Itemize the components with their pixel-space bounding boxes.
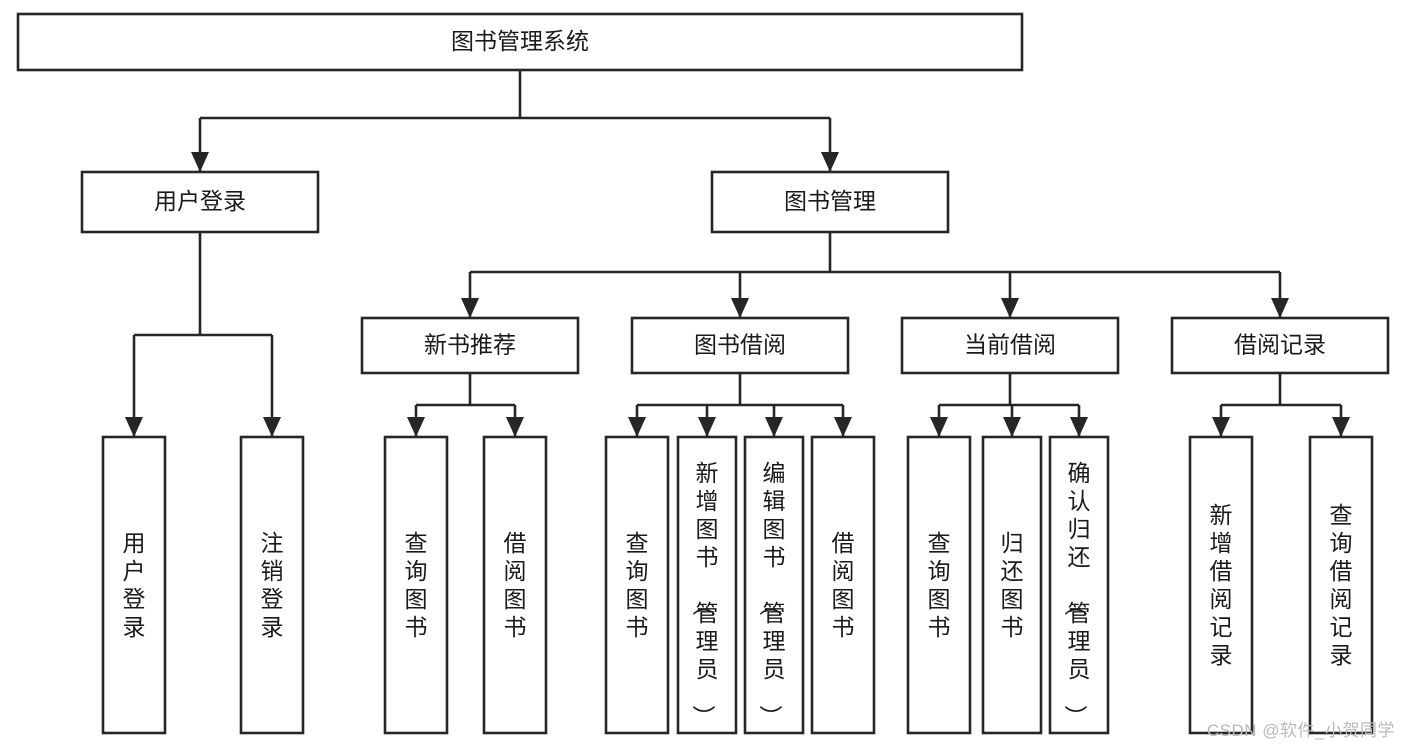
node-box [1170,316,1390,375]
arrow-head-icon [191,152,209,172]
node-root[interactable]: 图书管理系统 [16,12,1024,72]
arrow-head-icon [731,298,749,318]
node-label: 借阅图书 [832,530,855,640]
node-leaf-cur-confirm[interactable]: 确认归还（管理员） [1048,435,1110,735]
node-label: 图书借阅 [694,332,786,358]
node-box [810,435,876,735]
arrow-head-icon [1212,417,1230,437]
node-box [676,435,738,735]
node-label: 查询图书 [626,530,649,640]
arrow-head-icon [1332,417,1350,437]
node-box [604,435,670,735]
arrow-head-icon [821,152,839,172]
connector-current [930,373,1088,437]
node-leaf-borrow-add[interactable]: 新增图书（管理员） [676,435,738,735]
node-label: 用户登录 [154,188,246,214]
connector-records [1212,373,1350,437]
node-box [906,435,972,735]
connector-root [191,70,839,172]
node-leaf-rec-query[interactable]: 查询借阅记录 [1308,435,1374,735]
arrow-head-icon [125,417,143,437]
node-label: 查询图书 [928,530,951,640]
node-box [1188,435,1254,735]
node-label: 图书管理系统 [451,28,589,54]
node-label: 用户登录 [123,530,146,640]
node-label: 归还图书 [1001,530,1024,640]
node-label: 注销登录 [261,530,284,640]
node-box [900,316,1120,375]
node-newbook[interactable]: 新书推荐 [360,316,580,375]
arrow-head-icon [506,417,524,437]
connector-newbook [407,373,524,437]
arrow-head-icon [834,417,852,437]
arrow-head-icon [1271,298,1289,318]
node-borrow[interactable]: 图书借阅 [630,316,850,375]
node-box [101,435,167,735]
arrow-head-icon [461,298,479,318]
arrow-head-icon [407,417,425,437]
node-box [1308,435,1374,735]
node-current[interactable]: 当前借阅 [900,316,1120,375]
node-box [80,170,320,234]
node-leaf-new-borrow[interactable]: 借阅图书 [482,435,548,735]
node-leaf-rec-add[interactable]: 新增借阅记录 [1188,435,1254,735]
arrow-head-icon [765,417,783,437]
arrow-head-icon [628,417,646,437]
node-leaf-new-query[interactable]: 查询图书 [383,435,449,735]
node-box [743,435,805,735]
connector-borrow [628,373,852,437]
watermark-text: CSDN @软件_小贺同学 [1206,721,1395,740]
node-label: 新书推荐 [424,332,516,358]
node-label: 查询图书 [405,530,428,640]
node-label: 图书管理 [784,188,876,214]
node-box [710,170,950,234]
edge-layer [125,70,1350,437]
node-label: 查询借阅记录 [1330,502,1353,668]
connector-bookmgmt [461,232,1289,318]
node-label: 新增借阅记录 [1210,502,1233,668]
node-box [239,435,305,735]
arrow-head-icon [1001,298,1019,318]
node-label: 借阅记录 [1234,332,1326,358]
connector-login [125,232,281,437]
node-label: 借阅图书 [504,530,527,640]
node-box [16,12,1024,72]
node-box [630,316,850,375]
node-leaf-user-login[interactable]: 用户登录 [101,435,167,735]
node-box [1048,435,1110,735]
node-label: 确认归还（管理员） [1063,460,1091,728]
node-box [360,316,580,375]
node-bookmgmt[interactable]: 图书管理 [710,170,950,234]
node-login[interactable]: 用户登录 [80,170,320,234]
node-label: 当前借阅 [964,332,1056,358]
node-leaf-cur-return[interactable]: 归还图书 [981,435,1043,735]
node-leaf-user-logout[interactable]: 注销登录 [239,435,305,735]
node-box [383,435,449,735]
arrow-head-icon [1070,417,1088,437]
node-label: 编辑图书（管理员） [758,460,786,728]
node-leaf-borrow-query[interactable]: 查询图书 [604,435,670,735]
node-box [981,435,1043,735]
arrow-head-icon [263,417,281,437]
node-box [482,435,548,735]
arrow-head-icon [698,417,716,437]
node-leaf-borrow-do[interactable]: 借阅图书 [810,435,876,735]
node-leaf-borrow-edit[interactable]: 编辑图书（管理员） [743,435,805,735]
arrow-head-icon [930,417,948,437]
node-layer: 图书管理系统用户登录图书管理新书推荐图书借阅当前借阅借阅记录用户登录注销登录查询… [16,12,1390,735]
arrow-head-icon [1003,417,1021,437]
node-records[interactable]: 借阅记录 [1170,316,1390,375]
node-leaf-cur-query[interactable]: 查询图书 [906,435,972,735]
node-label: 新增图书（管理员） [691,460,719,728]
